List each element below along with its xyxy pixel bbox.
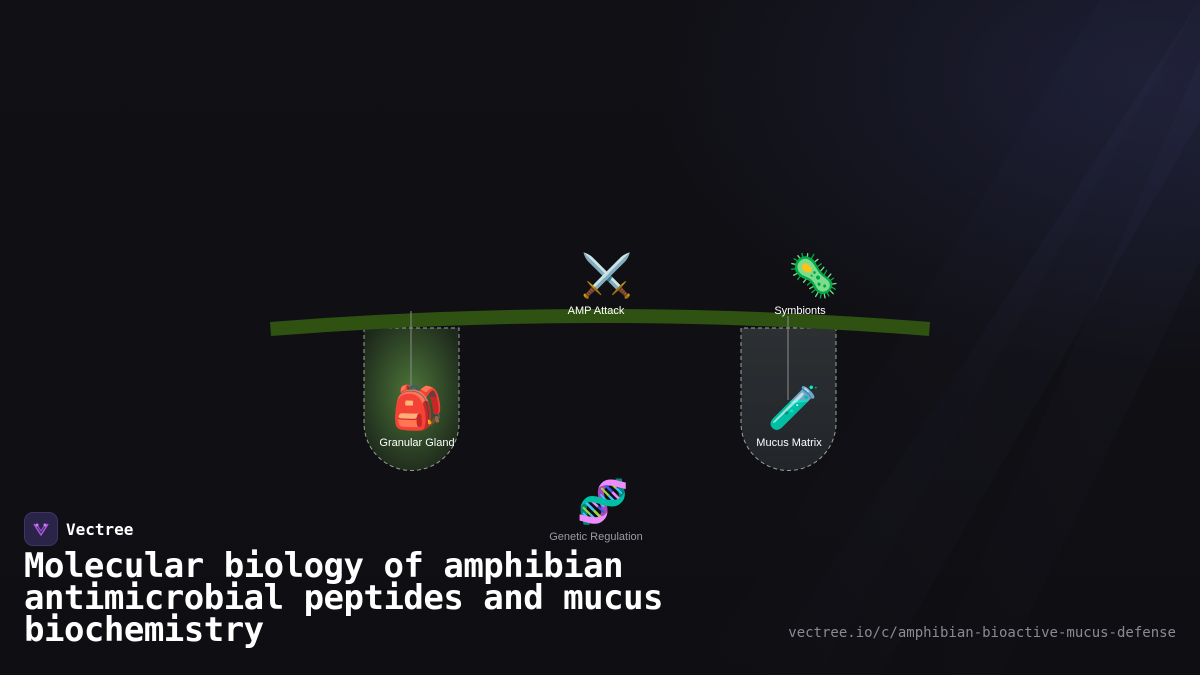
- test-tube-icon: 🧪: [767, 384, 821, 431]
- amp-attack-label: AMP Attack: [567, 305, 625, 317]
- backpack-icon: 🎒: [391, 384, 445, 431]
- skin-surface-band: [270, 309, 930, 336]
- granular-gland-label: Granular Gland: [379, 437, 455, 449]
- mucus-matrix-label: Mucus Matrix: [756, 437, 822, 449]
- page-url[interactable]: vectree.io/c/amphibian-bioactive-mucus-d…: [788, 625, 1176, 641]
- vectree-logo-icon: [24, 512, 58, 546]
- crossed-swords-icon: ⚔️: [580, 252, 634, 299]
- symbionts-label: Symbionts: [774, 305, 826, 317]
- dna-icon: 🧬: [576, 478, 630, 525]
- microbe-icon: 🦠: [787, 252, 841, 299]
- page-title: Molecular biology of amphibian antimicro…: [24, 546, 664, 650]
- genetic-regulation-label: Genetic Regulation: [549, 531, 643, 543]
- brand-name: Vectree: [66, 519, 134, 539]
- brand-lockup[interactable]: Vectree: [24, 512, 133, 546]
